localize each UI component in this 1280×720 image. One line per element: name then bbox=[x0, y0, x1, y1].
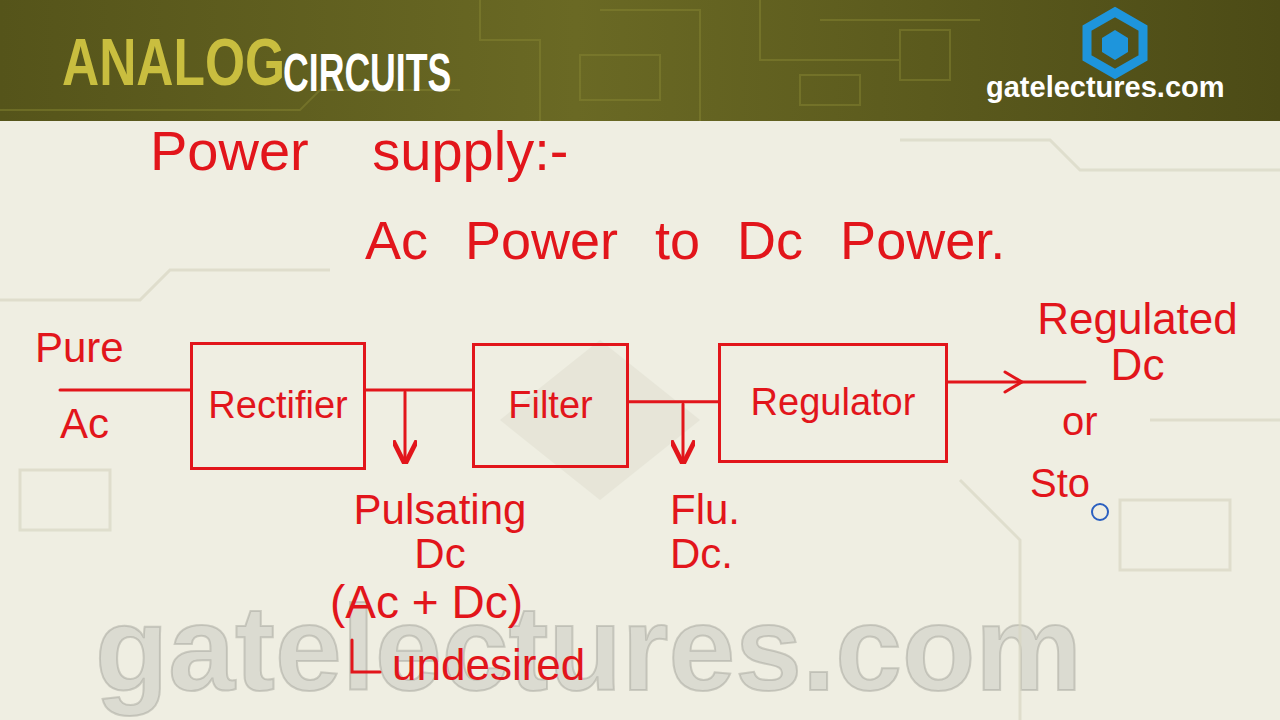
trace bbox=[0, 270, 330, 300]
trace bbox=[1150, 419, 1280, 422]
signal-name: Flu. Dc. bbox=[670, 488, 780, 576]
background-circuit bbox=[0, 140, 1280, 720]
subtitle: Ac Power to Dc Power. bbox=[365, 212, 1125, 269]
output-line bbox=[948, 381, 1085, 384]
watermark: gatelectures.com bbox=[95, 585, 1205, 711]
chip bbox=[800, 75, 860, 105]
signal-name: Regulated Dc bbox=[1030, 296, 1245, 388]
site-logo-text: gatelectures.com bbox=[986, 72, 1256, 102]
box-label: Rectifier bbox=[208, 386, 347, 426]
signal-name: Ac bbox=[60, 402, 160, 446]
chip bbox=[580, 55, 660, 100]
page-title: Power supply:- bbox=[150, 122, 670, 181]
leader-arrow bbox=[404, 392, 407, 462]
leader-arrow bbox=[682, 404, 685, 462]
watermark-mark bbox=[500, 340, 700, 500]
chip bbox=[1120, 500, 1230, 570]
trace bbox=[600, 10, 700, 121]
input-line bbox=[60, 389, 190, 392]
chip bbox=[20, 470, 110, 530]
signal-name: Pulsating Dc bbox=[340, 488, 540, 576]
cursor-mark bbox=[1092, 504, 1108, 520]
box-label: Filter bbox=[508, 386, 592, 426]
circuit-traces bbox=[0, 0, 980, 121]
process-box: Rectifier bbox=[190, 342, 366, 470]
output-arrowhead bbox=[1005, 372, 1022, 392]
logo-cube bbox=[1087, 12, 1143, 74]
note: or bbox=[1062, 400, 1122, 442]
process-box: Regulator bbox=[718, 343, 948, 463]
signal-name: Pure bbox=[35, 326, 155, 370]
trace bbox=[900, 140, 1280, 170]
process-box: Filter bbox=[472, 343, 629, 468]
box-label: Regulator bbox=[751, 383, 916, 423]
cube-outline bbox=[1087, 12, 1143, 74]
connector-line bbox=[366, 389, 472, 392]
trace bbox=[820, 19, 980, 21]
chip bbox=[900, 30, 950, 80]
trace bbox=[760, 0, 900, 60]
course-title: ANALOG bbox=[62, 28, 296, 97]
connector-line bbox=[629, 400, 718, 403]
note: Sto bbox=[1030, 462, 1120, 504]
note: (Ac + Dc) bbox=[330, 578, 580, 626]
course-title: CIRCUITS bbox=[283, 44, 481, 101]
note: undesired bbox=[392, 642, 652, 688]
trace bbox=[480, 0, 540, 121]
cube-core bbox=[1102, 30, 1128, 60]
